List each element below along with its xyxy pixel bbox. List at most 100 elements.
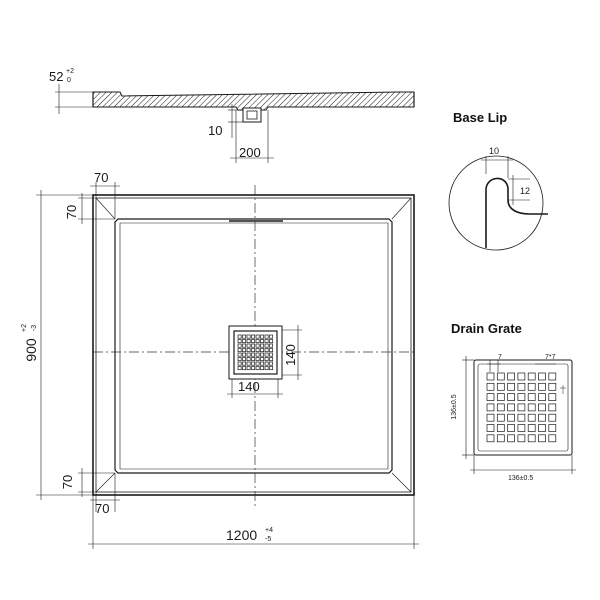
grate-hole xyxy=(548,393,557,401)
base-lip-title: Base Lip xyxy=(453,110,507,125)
plan-grate-hole xyxy=(242,352,247,357)
outlet-height-label: 10 xyxy=(208,123,222,138)
grate-hole xyxy=(517,424,526,432)
plan-grate-hole xyxy=(269,334,274,339)
section-height-label: 52 xyxy=(49,69,63,84)
overall-depth-label: 900 xyxy=(23,338,39,362)
section-view: 52 +2 0 10 200 xyxy=(49,68,415,163)
plan-grate-hole xyxy=(246,348,251,353)
plan-grate-hole xyxy=(246,366,251,371)
plan-grate-hole xyxy=(255,357,260,362)
plan-grate-hole xyxy=(251,361,256,366)
plan-grate-hole xyxy=(237,352,242,357)
grate-hole xyxy=(517,413,526,422)
plan-grate-hole xyxy=(237,361,242,366)
overall-depth-tol-minus: -3 xyxy=(31,325,38,331)
plan-grate-hole xyxy=(255,339,260,344)
plan-grate-hole xyxy=(269,366,274,371)
plan-grate-hole xyxy=(251,339,256,344)
grate-hole xyxy=(527,424,536,432)
plan-grate-hole xyxy=(264,352,269,357)
plan-grate-hole xyxy=(269,348,274,353)
grate-hole xyxy=(496,413,505,422)
plan-grate-hole xyxy=(269,343,274,348)
grate-hole xyxy=(548,424,557,432)
plan-grate-hole xyxy=(242,361,247,366)
drain-width-label: 140 xyxy=(238,379,260,394)
plan-grate-hole xyxy=(260,352,265,357)
grate-hole xyxy=(496,403,505,412)
plan-grate-hole xyxy=(237,366,242,371)
plan-grate-hole xyxy=(260,334,265,339)
plan-grate-hole xyxy=(242,343,247,348)
grate-height-label: 136±0.5 xyxy=(451,394,458,419)
grate-hole-size-label: 7 xyxy=(498,354,502,361)
grate-hole xyxy=(507,413,515,422)
grate-hole xyxy=(486,372,495,381)
plan-grate-hole xyxy=(242,334,247,339)
plan-grate-hole xyxy=(260,348,265,353)
plan-view: 140 140 70 70 70 70 900 +2 -3 xyxy=(21,170,419,549)
plan-grate-hole xyxy=(246,339,251,344)
grate-hole xyxy=(517,372,526,381)
grate-hole xyxy=(507,403,515,412)
drain-grate-detail: Drain Grate 7 7*7 136±0.5 136±0.5 xyxy=(451,321,576,482)
plan-drain-grate xyxy=(228,325,283,380)
grate-hole xyxy=(538,434,546,443)
grate-hole xyxy=(538,413,546,422)
plan-grate-hole xyxy=(251,352,256,357)
plan-grate-hole xyxy=(237,343,242,348)
grate-hole xyxy=(527,403,536,412)
grate-hole xyxy=(496,372,505,381)
plan-grate-hole xyxy=(260,361,265,366)
plan-grate-hole xyxy=(269,357,274,362)
plan-grate-hole xyxy=(237,339,242,344)
grate-hole xyxy=(527,413,536,422)
plan-grate-hole xyxy=(260,357,265,362)
grate-hole xyxy=(496,434,505,443)
grate-hole xyxy=(548,372,557,381)
plan-grate-hole xyxy=(246,334,251,339)
plan-grate-hole xyxy=(246,352,251,357)
plan-grate-hole xyxy=(255,352,260,357)
grate-hole xyxy=(507,372,515,381)
grate-hole xyxy=(486,403,495,412)
grate-hole xyxy=(517,393,526,401)
grate-hole xyxy=(517,382,526,391)
plan-grate-hole xyxy=(246,357,251,362)
grate-hole xyxy=(507,434,515,443)
base-lip-detail: Base Lip 10 12 xyxy=(448,110,548,251)
base-lip-height-label: 12 xyxy=(520,186,530,196)
grate-hole xyxy=(486,382,495,391)
tray-inner-basin xyxy=(114,218,393,474)
plan-grate-hole xyxy=(260,366,265,371)
grate-hole xyxy=(527,382,536,391)
plan-grate-hole xyxy=(242,339,247,344)
grate-hole xyxy=(538,382,546,391)
plan-grate-hole xyxy=(251,366,256,371)
rim-bottom-label: 70 xyxy=(95,501,109,516)
outlet-width-label: 200 xyxy=(239,145,261,160)
grate-hole xyxy=(486,413,495,422)
overall-depth-tol-plus: +2 xyxy=(21,324,28,332)
plan-grate-hole xyxy=(246,343,251,348)
plan-grate-hole xyxy=(246,361,251,366)
plan-grate-hole xyxy=(260,343,265,348)
rim-left-top-label: 70 xyxy=(64,205,79,219)
plan-grate-hole xyxy=(251,334,256,339)
plan-grate-hole xyxy=(269,352,274,357)
section-height-tol-minus: 0 xyxy=(67,77,71,84)
plan-grate-hole xyxy=(237,348,242,353)
rim-left-bottom-label: 70 xyxy=(60,475,75,489)
base-lip-width-label: 10 xyxy=(489,146,499,156)
grate-hole xyxy=(527,393,536,401)
plan-grate-hole xyxy=(255,343,260,348)
grate-hole xyxy=(538,424,546,432)
grate-hole xyxy=(517,403,526,412)
plan-grate-hole xyxy=(255,348,260,353)
plan-grate-hole xyxy=(260,339,265,344)
grate-hole xyxy=(496,382,505,391)
plan-grate-hole xyxy=(242,357,247,362)
overall-width-tol-minus: -5 xyxy=(265,536,271,543)
plan-grate-hole xyxy=(255,334,260,339)
